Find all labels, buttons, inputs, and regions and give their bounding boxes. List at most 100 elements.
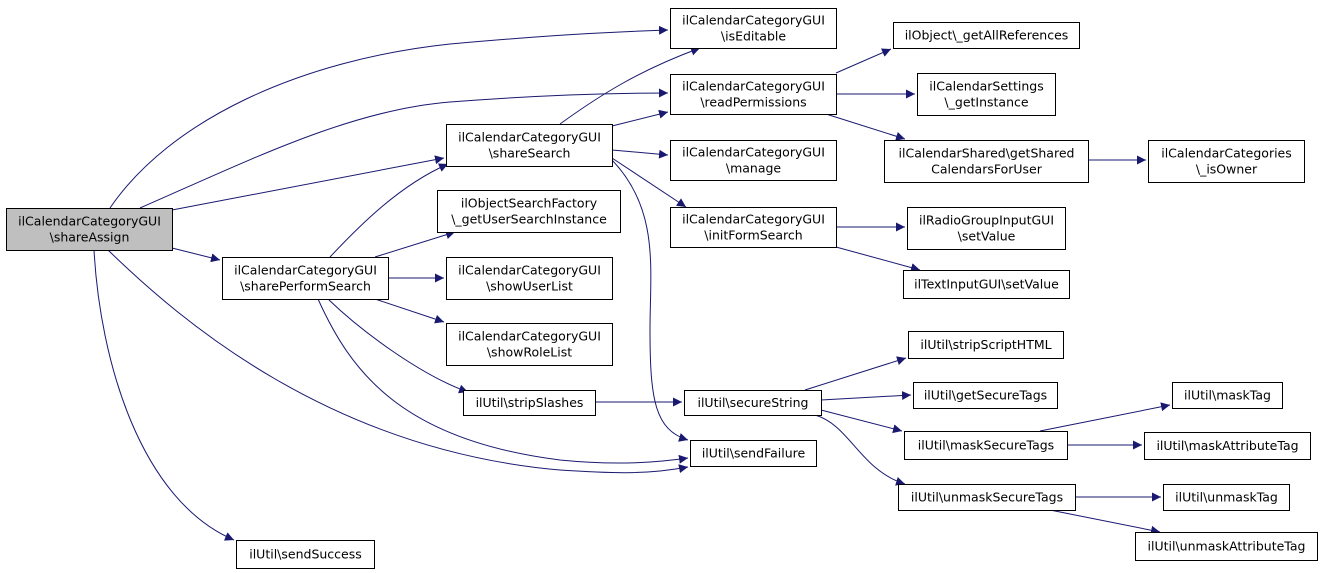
node-getSecureTags[interactable]: ilUtil\getSecureTags xyxy=(913,382,1058,409)
edge-initFormSearch-to-textSetValue xyxy=(835,246,921,272)
node-box xyxy=(437,190,621,233)
node-label: ilTextInputGUI\setValue xyxy=(914,277,1059,292)
edge-layer xyxy=(93,25,1171,541)
node-box xyxy=(446,124,613,167)
node-box xyxy=(6,208,173,251)
node-box xyxy=(1148,140,1305,183)
node-stripScriptHTML[interactable]: ilUtil\stripScriptHTML xyxy=(908,331,1064,359)
node-label: \_isOwner xyxy=(1196,162,1258,177)
edge-secureString-to-stripScriptHTML xyxy=(804,356,907,391)
node-label: \isEditable xyxy=(721,29,786,44)
node-label: ilUtil\sendFailure xyxy=(702,446,806,461)
edge-shareAssign-to-sendSuccess xyxy=(93,249,235,541)
node-stripSlashes[interactable]: ilUtil\stripSlashes xyxy=(463,390,596,416)
node-isEditable[interactable]: ilCalendarCategoryGUI\isEditable xyxy=(670,8,837,49)
edge-sharePerformSearch-to-stripSlashes xyxy=(327,298,469,394)
node-shareSearch[interactable]: ilCalendarCategoryGUI\shareSearch xyxy=(446,124,613,167)
node-box xyxy=(1163,484,1290,511)
node-box xyxy=(884,140,1089,183)
node-label: \setValue xyxy=(958,229,1016,244)
edge-shareSearch-to-readPermissions xyxy=(611,109,669,127)
node-box xyxy=(670,74,837,115)
node-label: ilUtil\maskAttributeTag xyxy=(1156,438,1298,453)
node-sendFailure[interactable]: ilUtil\sendFailure xyxy=(690,440,817,467)
edge-readPermissions-to-getSharedCalendarsForUser xyxy=(825,113,906,141)
node-textSetValue[interactable]: ilTextInputGUI\setValue xyxy=(903,270,1070,299)
node-radioSetValue[interactable]: ilRadioGroupInputGUI\setValue xyxy=(907,207,1066,250)
node-label: ilObjectSearchFactory xyxy=(461,196,598,211)
node-label: \readPermissions xyxy=(700,95,806,110)
node-box xyxy=(670,8,837,49)
edge-readPermissions-to-getAllReferences xyxy=(835,48,892,74)
edge-sharePerformSearch-to-showRoleList xyxy=(374,298,445,324)
node-label: \_getInstance xyxy=(944,95,1028,110)
node-readPermissions[interactable]: ilCalendarCategoryGUI\readPermissions xyxy=(670,74,837,115)
node-isOwner[interactable]: ilCalendarCategories\_isOwner xyxy=(1148,140,1305,183)
node-shareAssign[interactable]: ilCalendarCategoryGUI\shareAssign xyxy=(6,208,173,251)
node-initFormSearch[interactable]: ilCalendarCategoryGUI\initFormSearch xyxy=(670,207,837,248)
node-label: ilUtil\maskTag xyxy=(1184,388,1271,403)
node-box xyxy=(684,390,822,416)
node-box xyxy=(670,207,837,248)
node-box xyxy=(1135,532,1318,561)
edge-shareSearch-to-manage xyxy=(611,149,669,159)
node-label: ilObject\_getAllReferences xyxy=(905,28,1069,43)
edge-sharePerformSearch-to-shareSearch xyxy=(329,163,449,258)
edge-unmaskSecureTags-to-unmaskAttributeTag xyxy=(1049,509,1161,535)
node-box xyxy=(913,382,1058,409)
node-maskTag[interactable]: ilUtil\maskTag xyxy=(1172,382,1283,409)
node-box xyxy=(917,73,1056,116)
node-label: ilCalendarCategoryGUI xyxy=(682,13,825,28)
node-box xyxy=(670,140,837,181)
edge-sharePerformSearch-to-getUserSearchInstance xyxy=(374,230,456,258)
node-sharePerformSearch[interactable]: ilCalendarCategoryGUI\sharePerformSearch xyxy=(222,257,389,300)
node-box xyxy=(1144,432,1311,460)
node-label: ilUtil\secureString xyxy=(697,395,808,410)
node-box xyxy=(222,257,389,300)
node-label: ilUtil\getSecureTags xyxy=(924,388,1047,403)
node-box xyxy=(446,323,613,366)
node-layer: ilCalendarCategoryGUI\shareAssignilCalen… xyxy=(6,8,1318,569)
node-maskSecureTags[interactable]: ilUtil\maskSecureTags xyxy=(904,431,1068,460)
node-label: ilCalendarCategoryGUI xyxy=(234,263,377,278)
edge-shareAssign-to-sharePerformSearch xyxy=(171,247,221,263)
node-unmaskSecureTags[interactable]: ilUtil\unmaskSecureTags xyxy=(898,484,1076,511)
node-label: \sharePerformSearch xyxy=(240,279,371,294)
edge-shareSearch-to-initFormSearch xyxy=(611,157,687,208)
node-label: \manage xyxy=(726,161,782,176)
node-box xyxy=(236,540,375,569)
node-manage[interactable]: ilCalendarCategoryGUI\manage xyxy=(670,140,837,181)
edge-secureString-to-unmaskSecureTags xyxy=(814,414,906,486)
node-label: ilCalendarCategoryGUI xyxy=(458,130,601,145)
edge-shareSearch-to-isEditable xyxy=(559,46,701,125)
node-maskAttributeTag[interactable]: ilUtil\maskAttributeTag xyxy=(1144,432,1311,460)
node-label: \showRoleList xyxy=(487,345,572,360)
node-label: \_getUserSearchInstance xyxy=(451,212,607,227)
node-getInstance[interactable]: ilCalendarSettings\_getInstance xyxy=(917,73,1056,116)
edge-sharePerformSearch-to-sendFailure xyxy=(317,298,689,464)
node-unmaskTag[interactable]: ilUtil\unmaskTag xyxy=(1163,484,1290,511)
node-label: ilCalendarCategoryGUI xyxy=(682,145,825,160)
node-label: ilCalendarCategoryGUI xyxy=(18,214,161,229)
node-label: ilCalendarCategoryGUI xyxy=(458,329,601,344)
node-getUserSearchInstance[interactable]: ilObjectSearchFactory\_getUserSearchInst… xyxy=(437,190,621,233)
node-box xyxy=(463,390,596,416)
node-box xyxy=(907,207,1066,250)
node-box xyxy=(446,257,613,300)
node-showRoleList[interactable]: ilCalendarCategoryGUI\showRoleList xyxy=(446,323,613,366)
node-getAllReferences[interactable]: ilObject\_getAllReferences xyxy=(893,22,1080,49)
node-showUserList[interactable]: ilCalendarCategoryGUI\showUserList xyxy=(446,257,613,300)
node-label: ilRadioGroupInputGUI xyxy=(919,213,1054,228)
node-label: ilCalendarCategoryGUI xyxy=(458,263,601,278)
node-label: ilUtil\unmaskSecureTags xyxy=(911,490,1063,505)
node-getSharedCalendarsForUser[interactable]: ilCalendarShared\getSharedCalendarsForUs… xyxy=(884,140,1089,183)
node-secureString[interactable]: ilUtil\secureString xyxy=(684,390,822,416)
node-label: \initFormSearch xyxy=(704,228,802,243)
node-label: ilUtil\maskSecureTags xyxy=(918,438,1054,453)
node-unmaskAttributeTag[interactable]: ilUtil\unmaskAttributeTag xyxy=(1135,532,1318,561)
node-box xyxy=(690,440,817,467)
node-box xyxy=(898,484,1076,511)
node-sendSuccess[interactable]: ilUtil\sendSuccess xyxy=(236,540,375,569)
node-label: ilUtil\unmaskTag xyxy=(1175,490,1278,505)
